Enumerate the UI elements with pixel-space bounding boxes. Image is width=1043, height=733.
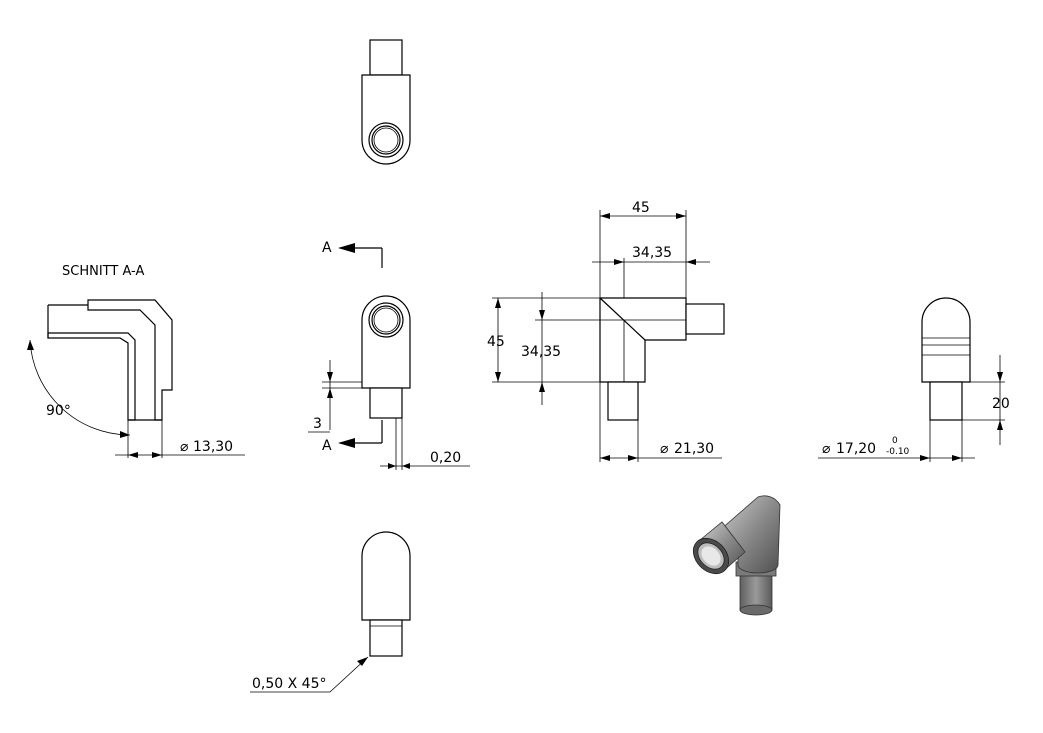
side-diameter: 21,30 <box>674 441 714 457</box>
right-diameter: 17,20 <box>836 441 876 457</box>
angle-label: 90° <box>46 403 71 419</box>
dim-offset: 0,20 <box>430 450 461 466</box>
section-title: SCHNITT A-A <box>62 264 144 279</box>
right-view: 20 ⌀ 17,20 0 -0.10 <box>818 297 1010 462</box>
dim-width-total: 45 <box>632 200 650 216</box>
dim-width-inner: 34,35 <box>632 245 672 261</box>
side-diameter-symbol: ⌀ <box>660 441 669 457</box>
section-diameter-symbol: ⌀ <box>180 439 189 455</box>
dim-3: 3 <box>313 416 322 432</box>
dim-height-total: 45 <box>487 334 505 350</box>
tol-upper: 0 <box>892 436 898 446</box>
right-diameter-symbol: ⌀ <box>822 441 831 457</box>
isometric-view <box>692 495 781 616</box>
tol-lower: -0.10 <box>886 447 910 457</box>
section-letter-bottom: A <box>322 438 332 454</box>
section-letter-top: A <box>322 240 332 256</box>
chamfer-label: 0,50 X 45° <box>252 676 326 692</box>
side-view: 45 34,35 45 34,35 ⌀ 21,30 <box>487 200 725 462</box>
dim-height-inner: 34,35 <box>521 344 561 360</box>
top-view <box>361 39 411 165</box>
front-view: A 3 A 0,20 <box>308 240 470 470</box>
section-view: SCHNITT A-A 90° ⌀ 13,30 <box>27 264 245 458</box>
dim-length: 20 <box>992 396 1010 412</box>
bottom-view: 0,50 X 45° <box>250 531 411 693</box>
section-diameter: 13,30 <box>193 439 233 455</box>
